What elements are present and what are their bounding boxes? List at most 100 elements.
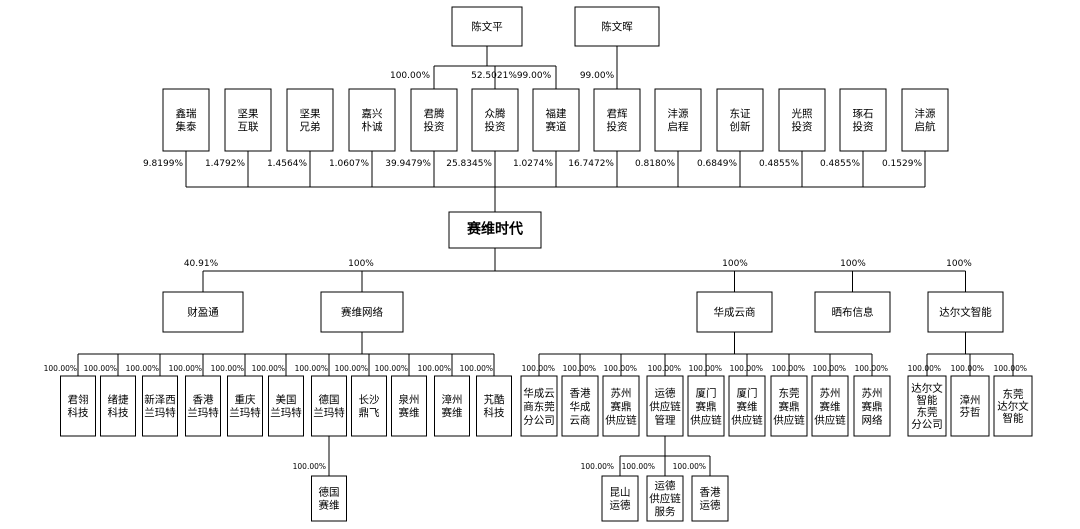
subsidiary-5: 达尔文智能 [927, 291, 1004, 333]
center-company: 赛维时代 [448, 211, 542, 249]
person-chen-wenping-box [451, 6, 523, 47]
shareholder-2-label: 坚果互联 [238, 108, 259, 133]
huacheng-child-9-box [853, 375, 891, 437]
huacheng-child-8-box [811, 375, 849, 437]
darwin-child-1-box [907, 375, 947, 437]
network-child-2-label: 绪捷科技 [108, 393, 129, 419]
huacheng-child-5-box [687, 375, 725, 437]
network-child-1: 君翎科技 [60, 375, 96, 437]
huacheng-child-1: 华成云商东莞分公司 [520, 375, 558, 437]
darwin-child-1-label: 达尔文智能东莞分公司 [911, 381, 943, 430]
shareholder-pct-1: 9.8199% [143, 159, 183, 169]
network-child-5-box [227, 375, 263, 437]
shareholder-4-label: 嘉兴朴诚 [362, 107, 383, 133]
network-child-pct-5: 100.00% [211, 364, 244, 373]
network-child-1-label: 君翎科技 [68, 393, 89, 419]
network-child-5: 重庆兰玛特 [227, 375, 263, 437]
darwin-child-2: 漳州芬哲 [950, 375, 990, 437]
subsidiary-pct-3: 100% [722, 259, 748, 269]
huacheng-child-6-label: 厦门赛维供应链 [731, 386, 763, 426]
shareholder-5-label: 君腾投资 [424, 107, 445, 133]
subsidiary-pct-5: 100% [946, 259, 972, 269]
darwin-child-3-label: 东莞达尔文智能 [997, 387, 1029, 424]
shareholder-13: 沣源启航 [901, 88, 949, 152]
huacheng-child-6: 厦门赛维供应链 [728, 375, 766, 437]
shareholder-3-box [286, 88, 334, 152]
shareholder-pct-7: 1.0274% [513, 159, 553, 169]
shareholder-pct-3: 1.4564% [267, 159, 307, 169]
shareholder-pct-5: 39.9479% [385, 159, 431, 169]
network-child-9-box [391, 375, 427, 437]
network-child-10-label: 漳州赛维 [442, 393, 463, 419]
shareholder-4: 嘉兴朴诚 [348, 88, 396, 152]
network-child-6-box [268, 375, 304, 437]
yunde-child-3-label: 香港运德 [700, 487, 721, 512]
shareholder-9: 沣源启程 [654, 88, 702, 152]
subsidiary-4: 晒布信息 [814, 291, 891, 333]
darwin-child-2-label: 漳州芬哲 [960, 393, 981, 418]
shareholder-pct-4: 1.0607% [329, 159, 369, 169]
network-child-pct-4: 100.00% [169, 364, 202, 373]
pct-p2-junhui: 99.00% [580, 71, 615, 81]
shareholder-10-box [716, 88, 764, 152]
huacheng-child-7-label: 东莞赛鼎供应链 [773, 386, 805, 426]
shareholder-5: 君腾投资 [410, 88, 458, 152]
network-child-pct-10: 100.00% [418, 364, 451, 373]
yunde-child-1: 昆山运德 [601, 475, 639, 522]
shareholder-2-box [224, 88, 272, 152]
subsidiary-4-box [814, 291, 891, 333]
huacheng-child-9-label: 苏州赛鼎网络 [862, 386, 883, 426]
darwin-child-1: 达尔文智能东莞分公司 [907, 375, 947, 437]
huacheng-child-1-box [520, 375, 558, 437]
shareholder-pct-10: 0.6849% [697, 159, 737, 169]
person-chen-wenhui-box [574, 6, 660, 47]
network-child-7: 德国兰玛特 [311, 375, 347, 437]
shareholder-6-label: 众腾投资 [485, 107, 506, 133]
huacheng-child-5: 厦门赛鼎供应链 [687, 375, 725, 437]
darwin-child-2-box [950, 375, 990, 437]
shareholder-pct-9: 0.8180% [635, 159, 675, 169]
darwin-child-3-box [993, 375, 1033, 437]
yunde-child-2-label: 运德供应链服务 [649, 479, 681, 518]
huacheng-child-8-label: 苏州赛维供应链 [814, 386, 846, 426]
darwin-child-pct-1: 100.00% [908, 364, 941, 373]
center-company-label: 赛维时代 [466, 221, 523, 238]
subsidiary-1-box [162, 291, 244, 333]
network-child-pct-7: 100.00% [295, 364, 328, 373]
shareholder-3: 坚果兄弟 [286, 88, 334, 152]
huacheng-child-pct-8: 100.00% [813, 364, 846, 373]
network-child-11: 艽酷科技 [476, 375, 512, 437]
subsidiary-3-label: 华成云商 [714, 306, 756, 319]
shareholder-pct-6: 25.8345% [446, 159, 492, 169]
shareholder-12: 琢石投资 [839, 88, 887, 152]
huacheng-child-pct-5: 100.00% [689, 364, 722, 373]
network-child-3-box [142, 375, 178, 437]
network-child-8-label: 长沙鼎飞 [359, 394, 380, 419]
shareholder-1: 鑫瑞集泰 [162, 88, 210, 152]
shareholder-11-box [778, 88, 826, 152]
network-child-pct-9: 100.00% [375, 364, 408, 373]
network-child-6-label: 美国兰玛特 [270, 393, 302, 419]
network-child-pct-6: 100.00% [252, 364, 285, 373]
darwin-child-pct-2: 100.00% [951, 364, 984, 373]
shareholder-7-label: 福建赛道 [546, 107, 567, 133]
darwin-child-pct-3: 100.00% [994, 364, 1027, 373]
yunde-child-1-box [601, 475, 639, 522]
network-child-10-box [434, 375, 470, 437]
subsidiary-2: 赛维网络 [320, 291, 404, 333]
network-child-11-label: 艽酷科技 [484, 393, 505, 419]
huacheng-child-4-label: 运德供应链管理 [649, 386, 681, 426]
shareholder-pct-13: 0.1529% [882, 159, 922, 169]
subsidiary-5-label: 达尔文智能 [939, 306, 992, 319]
network-child-pct-8: 100.00% [335, 364, 368, 373]
shareholder-13-label: 沣源启航 [915, 107, 936, 133]
network-child-4-box [185, 375, 221, 437]
shareholder-6: 众腾投资 [471, 88, 519, 152]
huacheng-child-pct-6: 100.00% [730, 364, 763, 373]
huacheng-child-3-box [602, 375, 640, 437]
huacheng-child-2: 香港华成云商 [561, 375, 599, 437]
huacheng-child-4: 运德供应链管理 [646, 375, 684, 437]
shareholder-1-box [162, 88, 210, 152]
pct-p1-fujian: 99.00% [517, 71, 552, 81]
